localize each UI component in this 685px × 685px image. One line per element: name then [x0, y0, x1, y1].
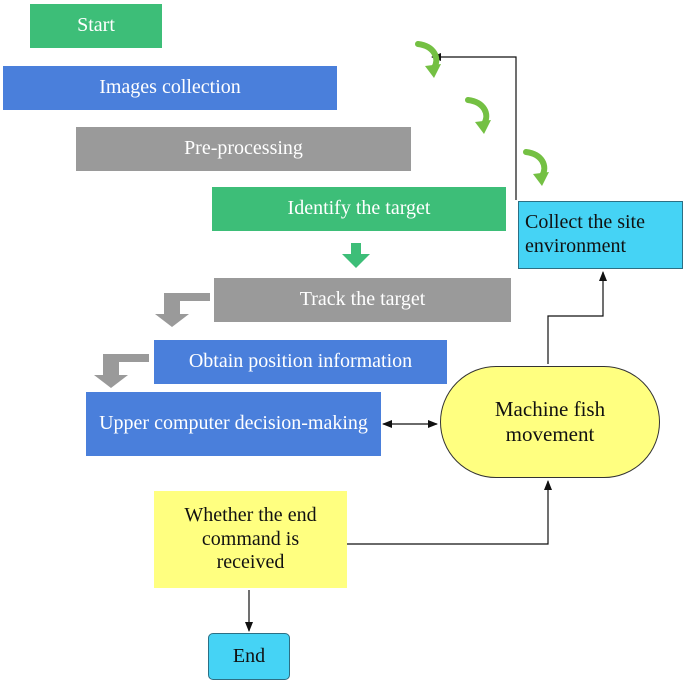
collect-site-box: Collect the site environment [518, 201, 683, 269]
start-label: Start [77, 14, 115, 37]
down-arrow-icon [342, 243, 370, 268]
curved-arrow-icon [523, 149, 549, 186]
track-target-label: Track the target [299, 288, 426, 311]
machine-fish-label: Machine fish movement [494, 397, 606, 446]
images-collection-box: Images collection [3, 66, 337, 110]
identify-target-box: Identify the target [212, 187, 506, 231]
pre-processing-label: Pre-processing [184, 137, 303, 160]
curved-arrow-icon [465, 97, 491, 134]
end-box: End [208, 633, 290, 680]
end-command-box: Whether the end command is received [154, 491, 347, 588]
end-command-label: Whether the end command is received [184, 504, 317, 574]
bent-arrow-icon [94, 354, 149, 388]
obtain-position-label: Obtain position information [188, 350, 413, 373]
track-target-box: Track the target [214, 278, 511, 322]
start-box: Start [30, 4, 162, 48]
connector-machine-fish-to-collect-site [547, 271, 607, 364]
connector-end-command-to-machine-fish [347, 480, 552, 545]
upper-decision-box: Upper computer decision-making [86, 392, 381, 456]
bent-arrow-icon [155, 293, 210, 327]
collect-site-label: Collect the site environment [525, 211, 645, 257]
images-collection-label: Images collection [99, 76, 241, 99]
connector-collect-site-to-images [431, 53, 517, 200]
obtain-position-box: Obtain position information [154, 340, 447, 384]
upper-decision-label: Upper computer decision-making [99, 412, 368, 435]
identify-target-label: Identify the target [287, 197, 431, 220]
curved-arrow-icon [415, 41, 441, 78]
end-label: End [232, 644, 266, 667]
machine-fish-node: Machine fish movement [440, 366, 660, 478]
pre-processing-box: Pre-processing [76, 127, 411, 171]
